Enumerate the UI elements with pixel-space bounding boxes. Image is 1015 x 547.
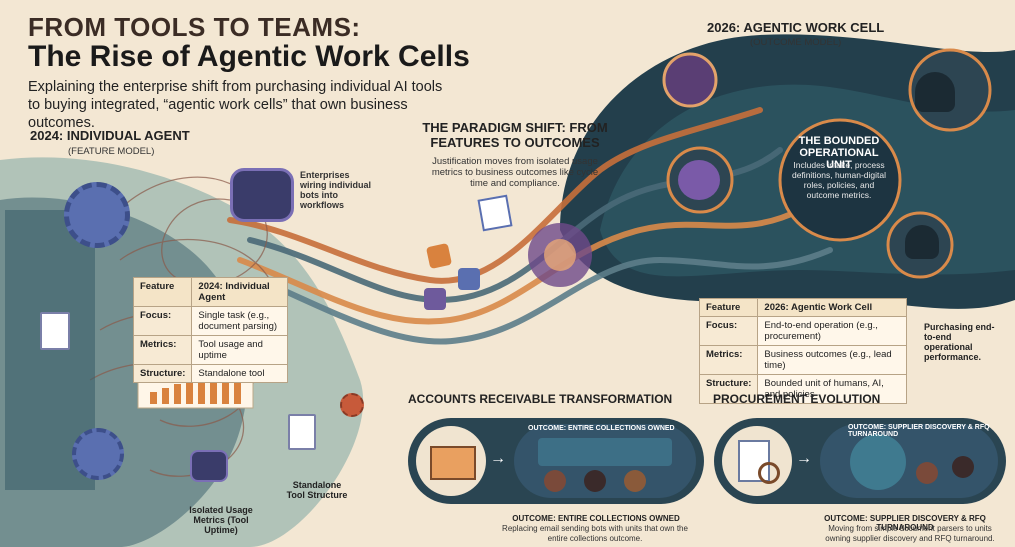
title-line-1: FROM TOOLS TO TEAMS:: [28, 12, 361, 42]
table-2024-header-title: 2024: Individual Agent: [191, 277, 288, 307]
row-key: Focus:: [132, 306, 193, 336]
gear-icon: [340, 393, 364, 417]
ar-team-illustration: [514, 424, 696, 498]
table-2024-header-feature: Feature: [132, 277, 193, 307]
callout-wiring: Enterprises wiring individual bots into …: [300, 170, 372, 210]
row-key: Focus:: [698, 316, 759, 346]
person-icon: [584, 470, 606, 492]
person-icon: [544, 470, 566, 492]
gear-icon: [72, 428, 124, 480]
table-2024: Feature 2024: Individual Agent Focus: Si…: [132, 277, 288, 383]
gear-icon: [64, 182, 130, 248]
document-icon: [738, 440, 770, 482]
proc-title: PROCUREMENT EVOLUTION: [713, 392, 881, 406]
row-key: Structure:: [132, 364, 193, 383]
ar-text: Replacing email sending bots with units …: [502, 524, 688, 543]
person-icon: [915, 72, 955, 112]
callout-metrics: Isolated Usage Metrics (Tool Uptime): [189, 505, 253, 535]
proc-panel: →: [714, 418, 1006, 504]
row-key: Metrics:: [698, 345, 759, 375]
table-row: Focus: End-to-end operation (e.g., procu…: [698, 316, 907, 346]
bounded-unit-text: Includes intake, process definitions, hu…: [791, 160, 887, 200]
document-icon: [477, 194, 513, 232]
table-2026: Feature 2026: Agentic Work Cell Focus: E…: [698, 298, 907, 404]
proc-screen-label: OUTCOME: SUPPLIER DISCOVERY & RFQ TURNAR…: [848, 424, 990, 438]
robot-icon: [424, 288, 446, 310]
person-icon: [916, 462, 938, 484]
paradigm-text: Justification moves from isolated usage …: [431, 156, 599, 189]
table-2026-header-feature: Feature: [698, 298, 759, 317]
section-2024-subtitle: (FEATURE MODEL): [68, 146, 155, 157]
table-row: Focus: Single task (e.g., document parsi…: [132, 306, 288, 336]
document-icon: [40, 312, 70, 350]
ar-panel: →: [408, 418, 704, 504]
row-value: Single task (e.g., document parsing): [191, 306, 288, 336]
table-2026-header-title: 2026: Agentic Work Cell: [757, 298, 907, 317]
section-2026-title: 2026: AGENTIC WORK CELL: [707, 20, 885, 35]
section-2024-title: 2024: INDIVIDUAL AGENT: [30, 128, 190, 143]
subtitle: Explaining the enterprise shift from pur…: [28, 79, 443, 131]
arrow-right-icon: →: [796, 450, 812, 467]
ar-title: ACCOUNTS RECEIVABLE TRANSFORMATION: [408, 392, 673, 406]
arrow-right-icon: →: [490, 450, 506, 467]
table-row: Metrics: Business outcomes (e.g., lead t…: [698, 345, 907, 375]
brain-icon: [678, 160, 720, 200]
robot-icon: [230, 168, 294, 222]
dashboard-screen: [538, 438, 672, 466]
row-value: Tool usage and uptime: [191, 335, 288, 365]
proc-document-circle: [722, 426, 792, 496]
envelope-icon: [430, 446, 476, 480]
document-icon: [288, 414, 316, 450]
row-key: Metrics:: [132, 335, 193, 365]
row-value: Bounded unit of humans, AI, and policies: [757, 374, 907, 404]
table-row: Metrics: Tool usage and uptime: [132, 335, 288, 365]
ar-outcome: OUTCOME: ENTIRE COLLECTIONS OWNED: [512, 514, 680, 523]
row-value: End-to-end operation (e.g., procurement): [757, 316, 907, 346]
ar-screen-label: OUTCOME: ENTIRE COLLECTIONS OWNED: [528, 425, 675, 432]
proc-text: Moving from simple document parsers to u…: [825, 524, 995, 543]
gear-icon: [458, 268, 480, 290]
robot-icon: [190, 450, 228, 482]
person-icon: [952, 456, 974, 478]
person-icon: [624, 470, 646, 492]
row-key: Structure:: [698, 374, 759, 404]
callout-purchasing: Purchasing end-to-end operational perfor…: [924, 322, 995, 362]
row-value: Business outcomes (e.g., lead time): [757, 345, 907, 375]
bar-chart-icon: [425, 242, 453, 270]
ar-envelope-circle: [416, 426, 486, 496]
table-row: Structure: Bounded unit of humans, AI, a…: [698, 374, 907, 404]
bounded-unit-title: THE BOUNDED OPERATIONAL UNIT: [798, 135, 880, 171]
proc-outcome: OUTCOME: SUPPLIER DISCOVERY & RFQ TURNAR…: [824, 514, 986, 532]
row-value: Standalone tool: [191, 364, 288, 383]
paradigm-title: THE PARADIGM SHIFT: FROM FEATURES TO OUT…: [422, 120, 608, 150]
magnifier-icon: [758, 462, 780, 484]
section-2026-subtitle: (OUTCOME MODEL): [750, 37, 842, 48]
title-line-2: The Rise of Agentic Work Cells: [28, 40, 470, 73]
person-icon: [905, 225, 939, 259]
proc-team-illustration: [820, 424, 998, 498]
table-row: Structure: Standalone tool: [132, 364, 288, 383]
callout-structure: Standalone Tool Structure: [286, 480, 348, 500]
globe-icon: [850, 434, 906, 490]
